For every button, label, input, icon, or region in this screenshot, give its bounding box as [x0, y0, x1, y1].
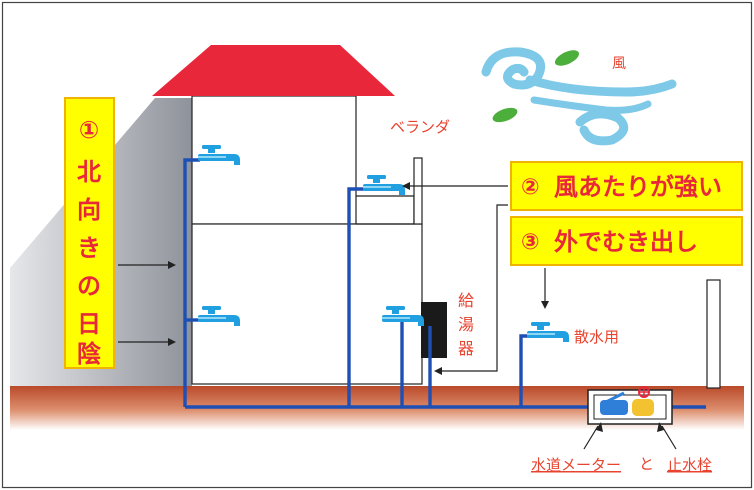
- water-meter-icon: [600, 400, 628, 415]
- callout-exposed-outdoors: [510, 216, 743, 266]
- veranda-railing: [413, 157, 423, 225]
- water-meter-box: [587, 386, 673, 425]
- sprinkler-label: 散水用: [574, 328, 619, 346]
- callout-exposed-text: 外でむき出し: [554, 228, 698, 256]
- callout-north-char: 北: [77, 158, 101, 186]
- annotation-arrows: [118, 185, 677, 450]
- water-heater: [421, 302, 447, 358]
- and-label: と: [639, 455, 654, 473]
- callout-wind-exposure: [510, 161, 743, 211]
- veranda-label: ベランダ: [390, 118, 450, 136]
- water-heater-label-char: 器: [458, 339, 474, 358]
- leaf-icon: [492, 107, 518, 123]
- callout-exposed-number: ③: [521, 230, 540, 255]
- callout-north-shade: [64, 97, 115, 369]
- callout-wind-number: ②: [521, 175, 540, 200]
- callout-north-char: の: [77, 272, 101, 300]
- stopcock-label: 止水栓: [667, 456, 712, 474]
- wind-label: 風: [612, 56, 626, 72]
- fence-post: [706, 279, 721, 389]
- leaf-icon: [554, 50, 580, 66]
- callout-wind-text: 風あたりが強い: [554, 173, 722, 201]
- water-meter-label: 水道メーター: [531, 456, 621, 474]
- callout-north-char: 向: [77, 196, 101, 224]
- callout-north-number: ①: [79, 116, 99, 144]
- water-heater-label-char: 給: [458, 291, 474, 310]
- house-lower-floor: [191, 223, 423, 385]
- arrowheads: [168, 182, 664, 432]
- water-heater-label-char: 湯: [458, 315, 474, 334]
- callout-north-char: 日: [77, 310, 101, 338]
- wind-icon: [481, 47, 677, 146]
- roof: [152, 45, 395, 96]
- callout-north-char: き: [77, 234, 101, 262]
- stopcock-icon: [632, 399, 654, 416]
- callout-north-char: 陰: [77, 340, 102, 368]
